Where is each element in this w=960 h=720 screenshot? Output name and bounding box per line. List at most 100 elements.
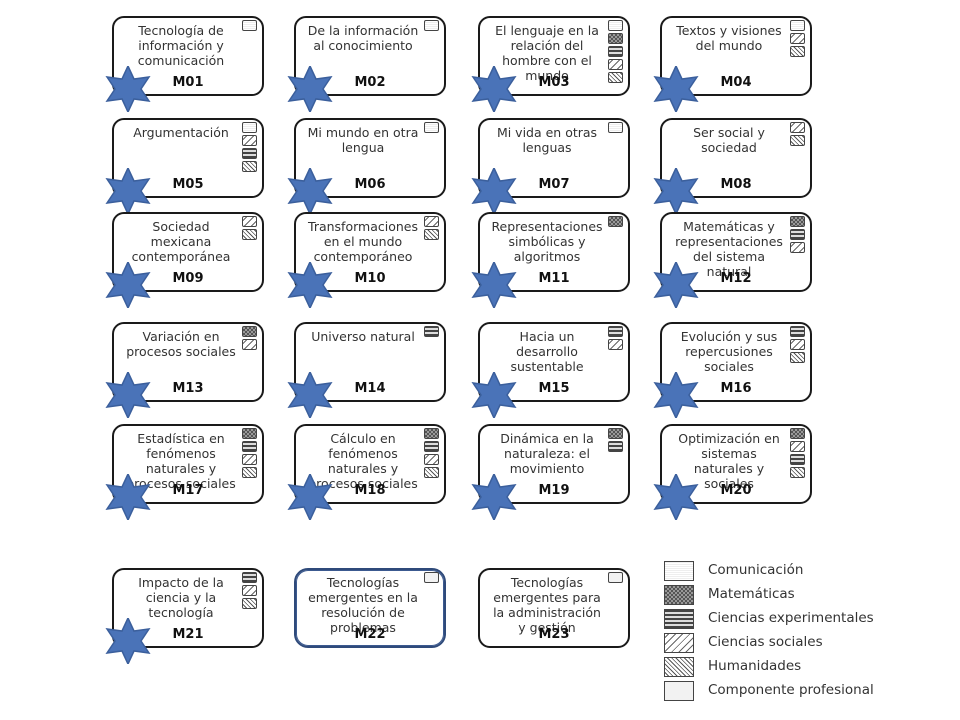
legend-item: Humanidades bbox=[664, 656, 894, 680]
star-icon bbox=[287, 262, 333, 308]
area-swatch-experimentales bbox=[424, 326, 439, 337]
area-swatch-sociales bbox=[242, 339, 257, 350]
module-card: Matemáticas y representaciones del siste… bbox=[660, 212, 812, 292]
area-swatches bbox=[424, 122, 440, 135]
module-code: M16 bbox=[720, 381, 752, 396]
legend-label: Ciencias experimentales bbox=[708, 610, 874, 626]
module-code: M10 bbox=[354, 271, 386, 286]
area-swatch-sociales bbox=[790, 242, 805, 253]
module-code: M08 bbox=[720, 177, 752, 192]
module-title: Mi mundo en otra lengua bbox=[307, 125, 419, 155]
area-swatches bbox=[424, 326, 440, 339]
star-icon bbox=[471, 66, 517, 112]
legend-label: Comunicación bbox=[708, 562, 804, 578]
module-title: Ser social y sociedad bbox=[693, 125, 765, 155]
module-code: M09 bbox=[172, 271, 204, 286]
legend-swatch-comunicacion bbox=[664, 561, 694, 581]
area-swatch-sociales bbox=[790, 122, 805, 133]
module-title: Transformaciones en el mundo contemporán… bbox=[308, 219, 418, 264]
module-code: M07 bbox=[538, 177, 570, 192]
module-card: Tecnologías emergentes en la resolución … bbox=[294, 568, 446, 648]
module-code: M11 bbox=[538, 271, 570, 286]
area-swatches bbox=[242, 428, 258, 480]
area-swatch-comunicacion bbox=[242, 122, 257, 133]
area-swatches bbox=[424, 428, 440, 480]
area-swatch-comunicacion bbox=[424, 20, 439, 31]
module-title: Matemáticas y representaciones del siste… bbox=[675, 219, 783, 279]
module-code: M06 bbox=[354, 177, 386, 192]
area-swatches bbox=[608, 20, 624, 85]
area-swatch-sociales bbox=[242, 585, 257, 596]
area-swatch-experimentales bbox=[790, 326, 805, 337]
module-title: Tecnologías emergentes en la resolución … bbox=[308, 575, 418, 635]
area-swatches bbox=[608, 216, 624, 229]
legend-item: Comunicación bbox=[664, 560, 894, 584]
area-swatch-humanidades bbox=[424, 467, 439, 478]
area-swatches bbox=[790, 216, 806, 255]
area-swatch-experimentales bbox=[424, 441, 439, 452]
star-icon bbox=[105, 262, 151, 308]
module-code: M21 bbox=[172, 627, 204, 642]
area-swatches bbox=[790, 326, 806, 365]
star-icon bbox=[287, 474, 333, 520]
area-swatch-experimentales bbox=[608, 441, 623, 452]
area-swatch-sociales bbox=[608, 339, 623, 350]
module-code: M18 bbox=[354, 483, 386, 498]
module-title: Sociedad mexicana contemporánea bbox=[131, 219, 231, 264]
area-swatches bbox=[424, 216, 440, 242]
area-swatch-comunicacion bbox=[790, 20, 805, 31]
area-swatch-experimentales bbox=[242, 572, 257, 583]
module-code: M03 bbox=[538, 75, 570, 90]
module-card: Cálculo en fenómenos naturales y proceso… bbox=[294, 424, 446, 504]
area-swatch-humanidades bbox=[242, 161, 257, 172]
module-card: Tecnologías emergentes para la administr… bbox=[478, 568, 630, 648]
star-icon bbox=[653, 262, 699, 308]
area-swatch-matematicas bbox=[790, 428, 805, 439]
area-swatch-sociales bbox=[790, 33, 805, 44]
area-swatch-sociales bbox=[424, 216, 439, 227]
area-swatch-humanidades bbox=[790, 46, 805, 57]
area-swatch-humanidades bbox=[790, 467, 805, 478]
module-title: Tecnología de información y comunicación bbox=[137, 23, 225, 68]
area-swatch-humanidades bbox=[608, 72, 623, 83]
star-icon bbox=[287, 66, 333, 112]
legend-label: Ciencias sociales bbox=[708, 634, 823, 650]
area-swatches bbox=[790, 428, 806, 480]
area-swatch-comunicacion bbox=[242, 20, 257, 31]
area-swatch-sociales bbox=[424, 454, 439, 465]
module-title: Universo natural bbox=[311, 329, 415, 344]
area-swatch-sociales bbox=[242, 135, 257, 146]
area-swatch-matematicas bbox=[242, 326, 257, 337]
legend-swatch-sociales bbox=[664, 633, 694, 653]
legend-item: Ciencias sociales bbox=[664, 632, 894, 656]
module-title: De la información al conocimiento bbox=[307, 23, 419, 53]
module-code: M12 bbox=[720, 271, 752, 286]
star-icon bbox=[471, 168, 517, 214]
module-title: Hacia un desarrollo sustentable bbox=[510, 329, 584, 374]
area-swatch-humanidades bbox=[242, 598, 257, 609]
legend-label: Componente profesional bbox=[708, 682, 874, 698]
legend-swatch-humanidades bbox=[664, 657, 694, 677]
area-swatch-sociales bbox=[790, 441, 805, 452]
module-title: Cálculo en fenómenos naturales y proceso… bbox=[308, 431, 418, 491]
area-swatches bbox=[242, 216, 258, 242]
area-swatch-profesional bbox=[424, 572, 439, 583]
area-swatches bbox=[608, 326, 624, 352]
area-swatch-experimentales bbox=[608, 326, 623, 337]
area-swatch-matematicas bbox=[608, 33, 623, 44]
area-swatches bbox=[608, 428, 624, 454]
area-swatch-matematicas bbox=[608, 216, 623, 227]
area-swatch-comunicacion bbox=[608, 20, 623, 31]
area-swatch-humanidades bbox=[790, 135, 805, 146]
star-icon bbox=[287, 372, 333, 418]
area-swatch-humanidades bbox=[790, 352, 805, 363]
module-code: M17 bbox=[172, 483, 204, 498]
area-swatches bbox=[608, 572, 624, 585]
module-code: M05 bbox=[172, 177, 204, 192]
area-swatch-profesional bbox=[608, 572, 623, 583]
area-swatch-matematicas bbox=[242, 428, 257, 439]
area-swatches bbox=[790, 122, 806, 148]
